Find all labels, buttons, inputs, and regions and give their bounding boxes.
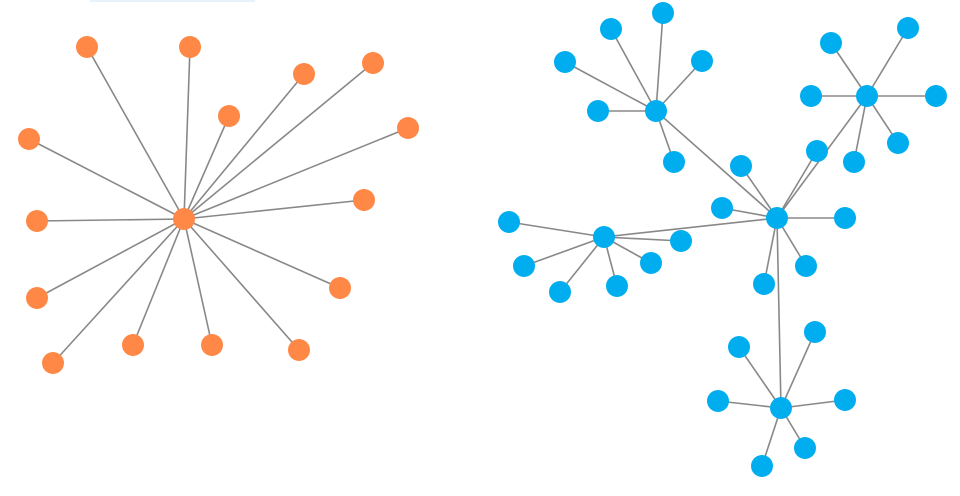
- node-o15[interactable]: [18, 128, 40, 150]
- node-o6[interactable]: [397, 117, 419, 139]
- node-a1[interactable]: [730, 155, 752, 177]
- node-c2[interactable]: [897, 17, 919, 39]
- node-o0[interactable]: [173, 208, 195, 230]
- node-c3[interactable]: [800, 85, 822, 107]
- edge-bB-b3: [564, 61, 657, 112]
- edge-bC-c2: [866, 27, 909, 97]
- node-o12[interactable]: [42, 352, 64, 374]
- node-o8[interactable]: [329, 277, 351, 299]
- edge-o0-o10: [183, 218, 213, 346]
- edge-bA-a5: [763, 217, 778, 285]
- node-e1[interactable]: [728, 336, 750, 358]
- edge-o0-o1: [86, 46, 185, 220]
- node-d3[interactable]: [549, 281, 571, 303]
- node-o2[interactable]: [179, 36, 201, 58]
- edge-o0-o8: [183, 218, 341, 289]
- node-o11[interactable]: [122, 334, 144, 356]
- node-b4[interactable]: [691, 50, 713, 72]
- edge-bB-b4: [655, 60, 703, 112]
- node-o1[interactable]: [76, 36, 98, 58]
- node-o14[interactable]: [26, 210, 48, 232]
- edge-o0-o5: [183, 62, 374, 220]
- edge-bD-d1: [508, 221, 605, 238]
- node-a3[interactable]: [711, 197, 733, 219]
- node-bD[interactable]: [593, 226, 615, 248]
- node-bE[interactable]: [770, 397, 792, 419]
- edge-bB-b2: [655, 12, 664, 112]
- edge-o0-o15: [28, 138, 185, 220]
- node-e4[interactable]: [834, 389, 856, 411]
- header-strip: [90, 0, 255, 2]
- node-a4[interactable]: [834, 207, 856, 229]
- node-e2[interactable]: [804, 321, 826, 343]
- node-e3[interactable]: [707, 390, 729, 412]
- node-b5[interactable]: [587, 100, 609, 122]
- nodes: [18, 2, 947, 477]
- edge-bA-bB: [655, 110, 778, 219]
- edge-o0-o11: [132, 218, 185, 346]
- node-bB[interactable]: [645, 100, 667, 122]
- node-d1[interactable]: [498, 211, 520, 233]
- node-a2[interactable]: [806, 140, 828, 162]
- node-b6[interactable]: [663, 151, 685, 173]
- edge-o0-o14: [36, 218, 185, 222]
- edge-bB-b1: [610, 28, 657, 112]
- node-a6[interactable]: [795, 255, 817, 277]
- node-c4[interactable]: [925, 85, 947, 107]
- node-d2[interactable]: [513, 255, 535, 277]
- edge-bC-c6: [853, 95, 868, 163]
- node-c6[interactable]: [843, 151, 865, 173]
- edge-bD-d3: [559, 236, 605, 293]
- edge-bA-a2: [776, 150, 818, 219]
- node-a5[interactable]: [753, 273, 775, 295]
- edges: [28, 12, 936, 467]
- node-d5[interactable]: [640, 252, 662, 274]
- node-o3[interactable]: [218, 105, 240, 127]
- edge-o0-o13: [36, 218, 185, 299]
- node-d6[interactable]: [670, 230, 692, 252]
- node-bC[interactable]: [856, 85, 878, 107]
- edge-bE-e2: [780, 331, 816, 409]
- node-bA[interactable]: [766, 207, 788, 229]
- node-c1[interactable]: [820, 32, 842, 54]
- edge-bD-d6: [603, 236, 682, 242]
- node-o5[interactable]: [362, 52, 384, 74]
- node-b1[interactable]: [600, 18, 622, 40]
- edge-bA-bD: [603, 217, 778, 238]
- edge-bA-bE: [776, 217, 782, 409]
- edge-o0-o3: [183, 115, 230, 220]
- node-o9[interactable]: [288, 339, 310, 361]
- edge-bE-e1: [738, 346, 782, 409]
- node-e5[interactable]: [751, 455, 773, 477]
- node-o7[interactable]: [353, 189, 375, 211]
- node-o13[interactable]: [26, 287, 48, 309]
- edge-o0-o6: [183, 127, 409, 220]
- edge-o0-o12: [52, 218, 185, 364]
- node-o10[interactable]: [201, 334, 223, 356]
- node-b3[interactable]: [554, 51, 576, 73]
- edge-bD-d2: [523, 236, 605, 267]
- edge-o0-o9: [183, 218, 300, 351]
- node-b2[interactable]: [652, 2, 674, 24]
- node-o4[interactable]: [293, 63, 315, 85]
- edge-o0-o7: [183, 199, 365, 220]
- node-c5[interactable]: [887, 132, 909, 154]
- node-d4[interactable]: [606, 275, 628, 297]
- edge-o0-o2: [183, 46, 191, 220]
- node-e6[interactable]: [794, 437, 816, 459]
- edge-o0-o4: [183, 73, 305, 220]
